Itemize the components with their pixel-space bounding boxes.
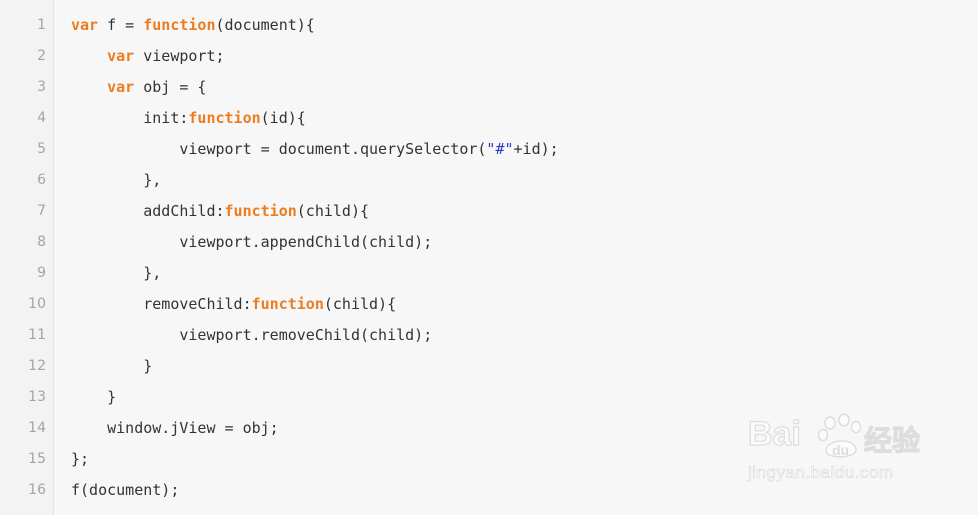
code-token: addChild: xyxy=(71,202,225,220)
line-number: 5 xyxy=(37,141,46,157)
code-line: 15}; xyxy=(0,444,978,475)
line-number: 8 xyxy=(37,234,46,250)
code-line: 7 addChild:function(child){ xyxy=(0,196,978,227)
keyword-token: function xyxy=(188,109,261,127)
code-token: } xyxy=(71,357,153,375)
code-token: window.jView = obj; xyxy=(71,419,279,437)
watermark-logo-text: Bai xyxy=(747,414,801,453)
code-line: 1 var f = function(document){ xyxy=(0,10,978,41)
code-token: +id); xyxy=(513,140,559,158)
baidu-jingyan-watermark: Bai du 经验 jingyan.baidu.com xyxy=(747,413,928,493)
code-line: 9 }, xyxy=(0,258,978,289)
line-code: }, xyxy=(71,258,161,289)
code-token: (document){ xyxy=(215,16,315,34)
code-line: 5 viewport = document.querySelector("#"+… xyxy=(0,134,978,165)
code-line: 12 } xyxy=(0,351,978,382)
code-token: }, xyxy=(71,171,162,189)
code-token: f = xyxy=(98,16,144,34)
code-token: }, xyxy=(71,264,162,282)
code-line: 14 window.jView = obj; xyxy=(0,413,978,444)
line-number: 15 xyxy=(28,451,46,467)
code-token: (id){ xyxy=(260,109,306,127)
paw-icon: du xyxy=(817,413,862,458)
code-token: }; xyxy=(71,450,90,468)
line-number: 6 xyxy=(37,172,46,188)
watermark-url: jingyan.baidu.com xyxy=(748,463,894,483)
line-code: }, xyxy=(71,165,161,196)
code-token: viewport; xyxy=(134,47,225,65)
code-line: 11 viewport.removeChild(child); xyxy=(0,320,978,351)
code-line: 16 f(document); xyxy=(0,475,978,506)
line-number: 7 xyxy=(37,203,46,219)
line-number: 16 xyxy=(28,482,46,498)
code-token: viewport.appendChild(child); xyxy=(71,233,433,251)
line-code: viewport = document.querySelector("#"+id… xyxy=(71,134,559,165)
line-number: 14 xyxy=(28,420,46,436)
line-code: var obj = { xyxy=(71,72,206,103)
keyword-token: var xyxy=(107,78,135,96)
code-line: 4 init:function(id){ xyxy=(0,103,978,134)
line-code: }; xyxy=(71,444,89,475)
watermark-suffix: 经验 xyxy=(863,423,921,457)
code-token: viewport = document.querySelector( xyxy=(71,140,487,158)
line-number: 11 xyxy=(28,327,46,343)
code-token: f(document); xyxy=(71,481,180,499)
keyword-token: function xyxy=(251,295,324,313)
code-line: 13 } xyxy=(0,382,978,413)
code-line: 8 viewport.appendChild(child); xyxy=(0,227,978,258)
line-number: 12 xyxy=(28,358,46,374)
code-token xyxy=(71,78,107,96)
line-code: addChild:function(child){ xyxy=(71,196,369,227)
line-number-gutter xyxy=(0,0,54,515)
line-number: 4 xyxy=(37,110,46,126)
line-number: 10 xyxy=(28,296,46,312)
keyword-token: var xyxy=(107,47,135,65)
line-code: window.jView = obj; xyxy=(71,413,279,444)
code-line: 2 var viewport; xyxy=(0,41,978,72)
keyword-token: var xyxy=(71,16,99,34)
line-number: 2 xyxy=(37,48,46,64)
code-token: removeChild: xyxy=(71,295,252,313)
keyword-token: function xyxy=(143,16,216,34)
line-code: } xyxy=(71,351,152,382)
line-number: 1 xyxy=(37,17,46,33)
code-line: 6 }, xyxy=(0,165,978,196)
code-line: 3 var obj = { xyxy=(0,72,978,103)
line-code: f(document); xyxy=(71,475,179,506)
code-token: init: xyxy=(71,109,189,127)
code-token: (child){ xyxy=(296,202,370,220)
line-code: removeChild:function(child){ xyxy=(71,289,396,320)
code-token xyxy=(71,47,107,65)
code-token: viewport.removeChild(child); xyxy=(71,326,433,344)
code-token: obj = { xyxy=(134,78,207,96)
line-number: 3 xyxy=(37,79,46,95)
string-token: "#" xyxy=(486,140,514,158)
line-code: } xyxy=(71,382,116,413)
line-code: var viewport; xyxy=(71,41,225,72)
line-code: viewport.appendChild(child); xyxy=(71,227,432,258)
watermark-paw-text: du xyxy=(832,442,849,458)
code-token: } xyxy=(71,388,117,406)
line-code: var f = function(document){ xyxy=(71,10,315,41)
code-line: 10 removeChild:function(child){ xyxy=(0,289,978,320)
line-code: init:function(id){ xyxy=(71,103,306,134)
line-number: 13 xyxy=(28,389,46,405)
keyword-token: function xyxy=(224,202,297,220)
code-token: (child){ xyxy=(323,295,397,313)
line-number: 9 xyxy=(37,265,46,281)
line-code: viewport.removeChild(child); xyxy=(71,320,432,351)
